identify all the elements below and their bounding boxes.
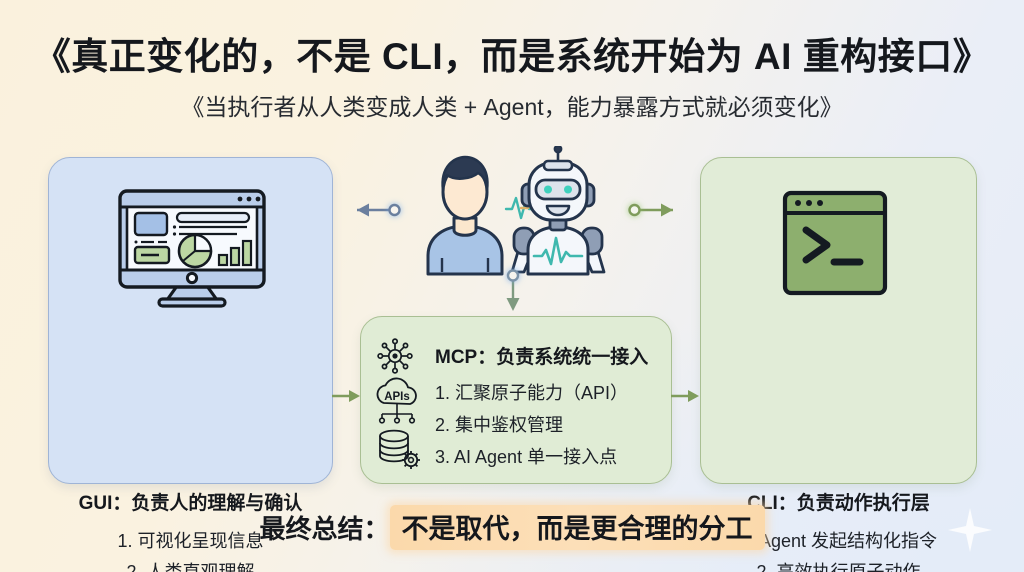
- network-hub-icon: [377, 338, 413, 374]
- arrow-gui-to-mcp: [332, 390, 360, 402]
- list-item: 2. 人类直观理解: [126, 562, 255, 572]
- list-item: 2. 高效执行原子动作: [756, 562, 921, 572]
- list-item: 1. 可视化呈现信息: [117, 531, 264, 551]
- cloud-apis-icon: APIs: [376, 377, 417, 424]
- cli-panel[interactable]: CLI：负责动作执行层 1. Agent 发起结构化指令 2. 高效执行原子动作…: [700, 157, 977, 572]
- list-item: 1. 汇聚原子能力（API）: [435, 383, 629, 403]
- arrow-to-cli: [628, 203, 673, 217]
- gui-heading: GUI：负责人的理解与确认: [78, 493, 303, 514]
- gui-panel[interactable]: GUI：负责人的理解与确认 1. 可视化呈现信息 2. 人类直观理解 3. 最终…: [48, 157, 333, 572]
- list-item: 2. 集中鉴权管理: [435, 415, 564, 435]
- gui-bullet-list: 1. 可视化呈现信息 2. 人类直观理解 3. 最终决策确认: [49, 526, 332, 572]
- page-title: 《真正变化的，不是 CLI，而是系统开始为 AI 重构接口》: [33, 36, 991, 77]
- mcp-bullet-list: 1. 汇聚原子能力（API） 2. 集中鉴权管理 3. AI Agent 单一接…: [435, 377, 628, 473]
- database-gear-icon: [379, 429, 420, 469]
- page-subtitle: 《当执行者从人类变成人类 + Agent，能力暴露方式就必须变化》: [181, 94, 843, 120]
- mcp-heading: MCP：负责系统统一接入: [435, 347, 649, 368]
- arrow-mcp-to-cli: [671, 390, 699, 402]
- cloud-apis-label: APIs: [384, 391, 410, 403]
- person-avatar-icon: [426, 155, 504, 276]
- human-robot-illustration: [426, 146, 606, 276]
- robot-avatar-icon: [510, 146, 606, 276]
- summary-highlight: 不是取代，而是更合理的分工: [389, 505, 765, 550]
- arrow-to-mcp: [506, 269, 520, 311]
- cli-bullet-list: 1. Agent 发起结构化指令 2. 高效执行原子动作 3. 结果可追溯可组合: [701, 526, 976, 572]
- cli-heading: CLI：负责动作执行层: [747, 493, 930, 514]
- monitor-dashboard-icon: [118, 189, 266, 308]
- list-item: 3. AI Agent 单一接入点: [435, 447, 618, 467]
- terminal-window-icon: [782, 190, 888, 296]
- summary-banner: 最终总结：不是取代，而是更合理的分工: [0, 505, 1024, 550]
- mcp-panel[interactable]: APIs: [360, 316, 672, 484]
- summary-lead: 最终总结：: [259, 514, 390, 544]
- arrow-to-gui: [357, 203, 401, 217]
- list-item: 1. Agent 发起结构化指令: [739, 531, 938, 551]
